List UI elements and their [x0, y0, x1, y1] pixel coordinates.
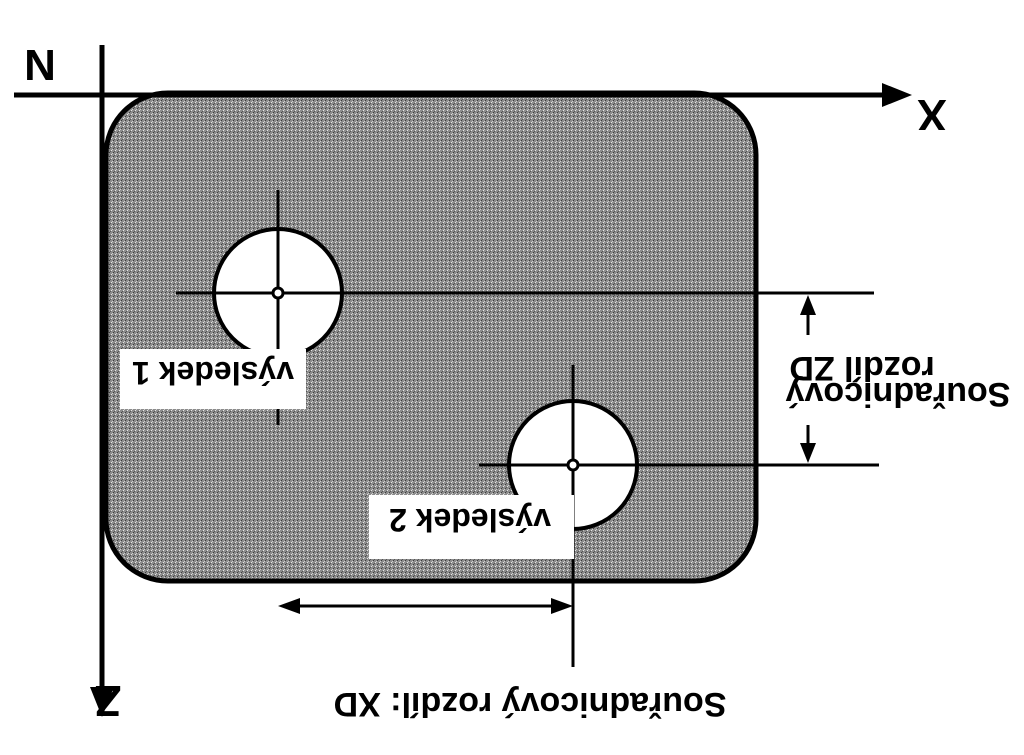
z-axis-label: Z: [95, 676, 122, 725]
zd-dimension-label-line1: Souřadnicový: [785, 375, 1010, 413]
feature-2-label: výsledek 2: [389, 502, 551, 538]
xd-dimension-label: Souřadnicový rozdíl: XD: [334, 685, 727, 723]
corner-axis-label: N: [24, 40, 56, 89]
x-axis-label: X: [917, 90, 946, 139]
zd-dimension-label-line2: rozdíl ZD: [789, 349, 934, 387]
feature-1-label-box: [120, 349, 306, 409]
rotated-figure: [14, 45, 912, 717]
xd-dimension-arrow: [278, 598, 573, 614]
z-axis: [90, 45, 114, 717]
feature-2-label-box: [369, 495, 574, 559]
x-axis: [14, 83, 912, 107]
feature-1-label: výsledek 1: [132, 355, 294, 391]
zd-dimension-arrow: [800, 295, 816, 463]
